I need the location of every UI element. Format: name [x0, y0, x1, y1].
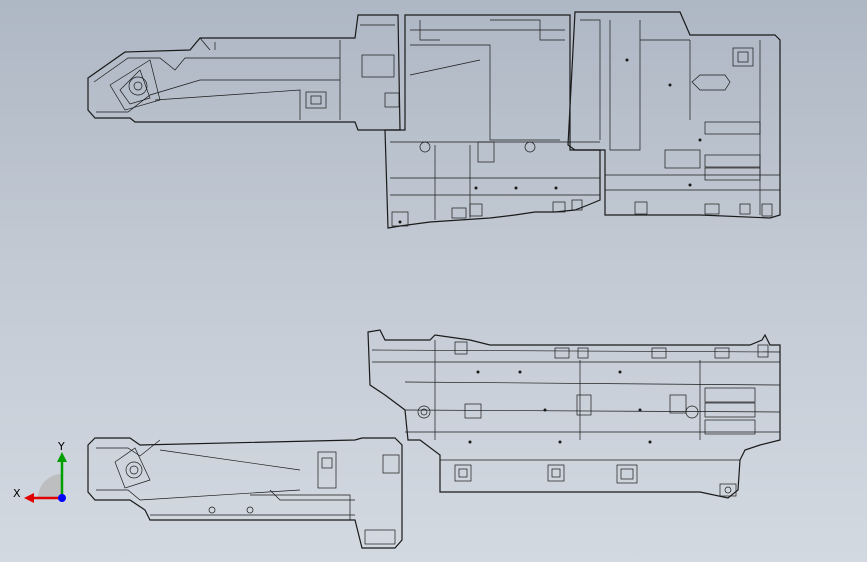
x-axis-label: X — [13, 487, 21, 500]
top-left-cyan-bracket[interactable] — [87, 14, 401, 131]
selected-face[interactable] — [384, 92, 400, 108]
top-middle-cyan-panel[interactable] — [384, 14, 601, 229]
coordinate-triad-icon: Y X — [13, 440, 67, 503]
z-axis-dot — [58, 494, 66, 502]
top-right-pink-panel[interactable] — [567, 11, 781, 219]
y-axis-label: Y — [57, 440, 65, 453]
bottom-left-cyan-bracket[interactable] — [87, 437, 403, 549]
bottom-right-white-panel[interactable] — [367, 329, 781, 499]
